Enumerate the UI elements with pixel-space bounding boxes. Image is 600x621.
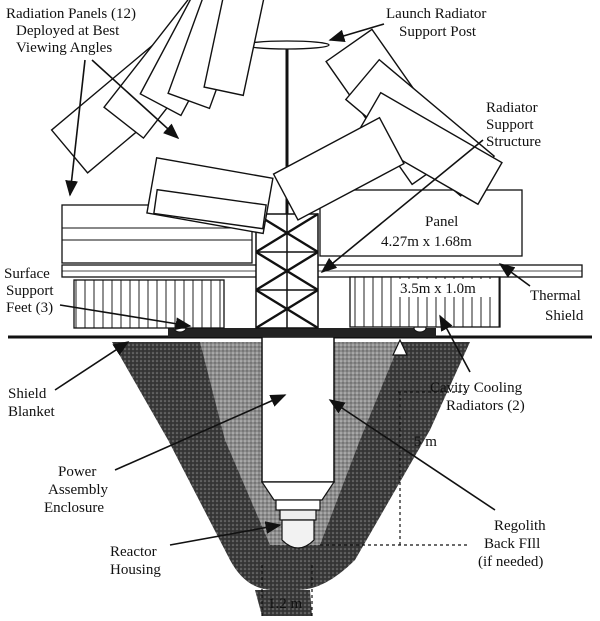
- svg-text:Cavity Cooling: Cavity Cooling: [430, 380, 523, 396]
- svg-text:Blanket: Blanket: [8, 404, 55, 420]
- svg-text:Support: Support: [6, 283, 54, 299]
- svg-text:Deployed at Best: Deployed at Best: [16, 23, 120, 39]
- svg-text:Housing: Housing: [110, 562, 161, 578]
- svg-text:Support: Support: [486, 117, 534, 133]
- svg-text:Radiator: Radiator: [486, 100, 538, 116]
- label-support-structure: Radiator Support Structure: [486, 100, 541, 150]
- label-radiation-panels: Radiation Panels (12) Deployed at Best V…: [6, 6, 136, 56]
- svg-text:Assembly: Assembly: [48, 482, 109, 498]
- svg-text:Shield: Shield: [545, 308, 584, 324]
- deck-plate: [168, 328, 436, 337]
- label-launch-post: Launch Radiator Support Post: [386, 6, 486, 40]
- label-cavity-cooling: Cavity Cooling Radiators (2): [430, 380, 525, 414]
- svg-text:Back FIll: Back FIll: [484, 536, 540, 552]
- svg-text:4.27m x 1.68m: 4.27m x 1.68m: [381, 234, 472, 250]
- label-shield-blanket: Shield Blanket: [8, 386, 55, 420]
- svg-text:Power: Power: [58, 464, 96, 480]
- svg-text:Reactor: Reactor: [110, 544, 157, 560]
- svg-text:(if needed): (if needed): [478, 554, 543, 570]
- label-reactor-housing: Reactor Housing: [110, 544, 161, 578]
- svg-text:Surface: Surface: [4, 266, 50, 282]
- depth-dimension: [320, 338, 470, 546]
- svg-text:Feet (3): Feet (3): [6, 300, 53, 316]
- width-dimension: [261, 565, 313, 616]
- label-depth: 5 m: [414, 434, 437, 450]
- svg-text:Panel: Panel: [425, 214, 458, 230]
- svg-text:Viewing Angles: Viewing Angles: [16, 40, 112, 56]
- svg-text:Launch Radiator: Launch Radiator: [386, 6, 486, 22]
- label-power-assembly: Power Assembly Enclosure: [44, 464, 109, 516]
- label-width: 1.2 m: [268, 596, 303, 612]
- label-regolith: Regolith Back FIll (if needed): [478, 518, 546, 570]
- leader-lines: [54, 23, 531, 546]
- svg-text:Enclosure: Enclosure: [44, 500, 104, 516]
- cavity-cooling-radiator-left: [73, 279, 225, 329]
- svg-text:Shield: Shield: [8, 386, 47, 402]
- radiation-panels: [50, 0, 503, 235]
- cavity-cooling-radiator-right: [349, 276, 501, 328]
- label-cooling-dims: 3.5m x 1.0m: [400, 281, 476, 297]
- power-assembly-enclosure: [260, 336, 336, 521]
- svg-text:Regolith: Regolith: [494, 518, 546, 534]
- svg-text:Support Post: Support Post: [399, 24, 477, 40]
- reactor-housing: [281, 519, 315, 549]
- svg-text:Radiators (2): Radiators (2): [446, 398, 525, 414]
- svg-text:Structure: Structure: [486, 134, 541, 150]
- label-thermal-shield: Thermal Shield: [530, 288, 584, 324]
- radiator-support-structure: [255, 212, 319, 330]
- label-panel: Panel 4.27m x 1.68m: [381, 214, 472, 250]
- svg-text:Thermal: Thermal: [530, 288, 581, 304]
- svg-text:Radiation Panels (12): Radiation Panels (12): [6, 6, 136, 22]
- label-surface-feet: Surface Support Feet (3): [4, 266, 54, 316]
